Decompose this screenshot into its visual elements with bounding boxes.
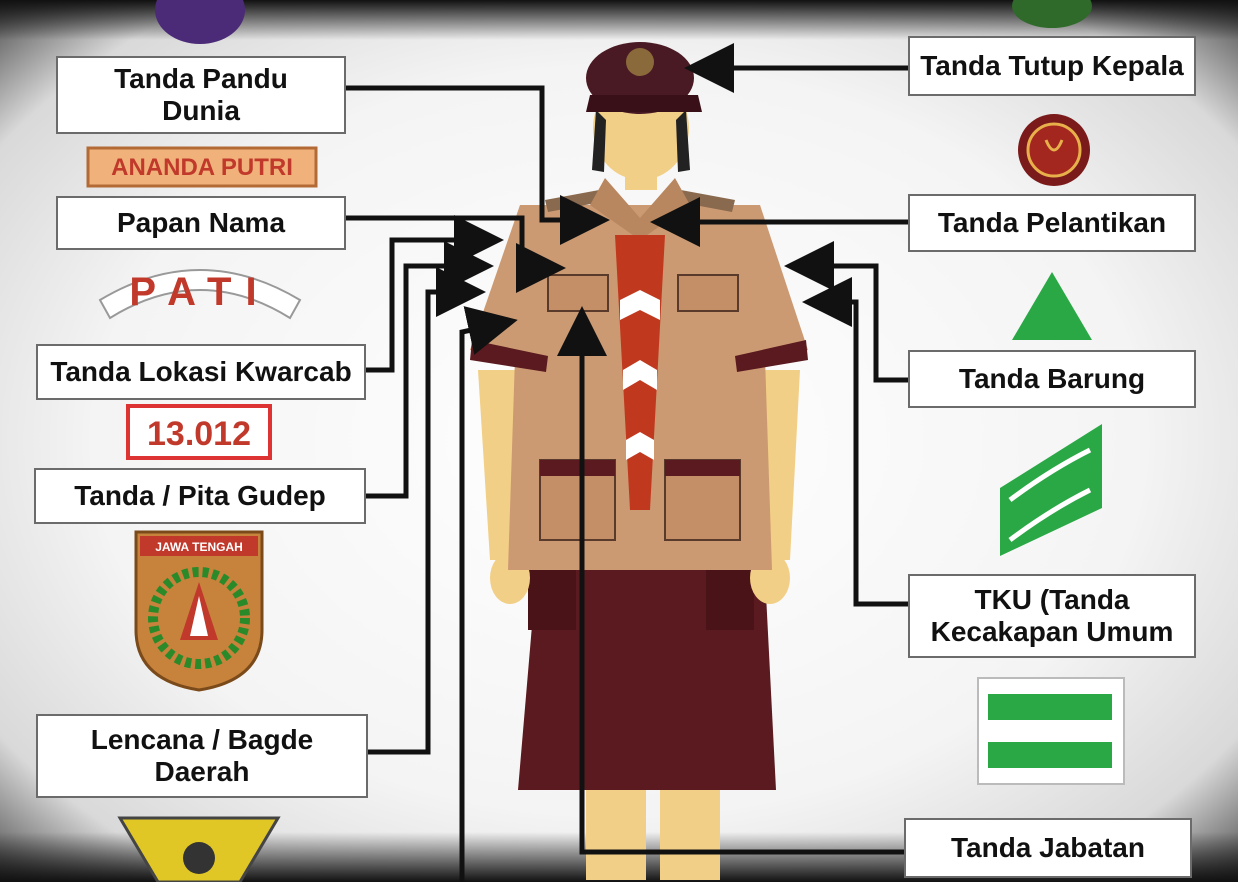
location-badge: PATI [98, 269, 302, 320]
bottom-left-badge-fragment [117, 816, 281, 882]
connector-arrows [346, 43, 908, 882]
label-tanda-tutup-kepala: Tanda Tutup Kepala [908, 36, 1196, 96]
top-left-logo-fragment [155, 0, 245, 44]
label-lencana-badge-daerah: Lencana / Bagde Daerah [36, 714, 368, 798]
label-tanda-barung: Tanda Barung [908, 350, 1196, 408]
barung-triangle-icon [1012, 272, 1092, 340]
name-tag-badge: ANANDA PUTRI [86, 146, 318, 188]
pelantikan-badge-icon [1018, 114, 1090, 186]
label-tanda-jabatan: Tanda Jabatan [904, 818, 1192, 878]
label-tku: TKU (Tanda Kecakapan Umum [908, 574, 1196, 658]
jabatan-bars-icon [977, 677, 1125, 785]
region-shield-badge: JAWA TENGAH [134, 530, 264, 692]
label-tanda-pita-gudep: Tanda / Pita Gudep [34, 468, 366, 524]
label-tanda-pelantikan: Tanda Pelantikan [908, 194, 1196, 252]
label-tanda-lokasi-kwarcab: Tanda Lokasi Kwarcab [36, 344, 366, 400]
gudep-number-badge: 13.012 [126, 404, 272, 460]
label-papan-nama: Papan Nama [56, 196, 346, 250]
gudep-number-text: 13.012 [147, 415, 251, 453]
region-shield-text: JAWA TENGAH [155, 540, 243, 554]
tku-badge-icon [1000, 424, 1102, 556]
scout-figure [470, 42, 808, 880]
label-tanda-pandu-dunia: Tanda Pandu Dunia [56, 56, 346, 134]
location-text: PATI [129, 270, 270, 314]
top-right-logo-fragment [1012, 0, 1092, 28]
name-tag-text: ANANDA PUTRI [111, 154, 293, 181]
